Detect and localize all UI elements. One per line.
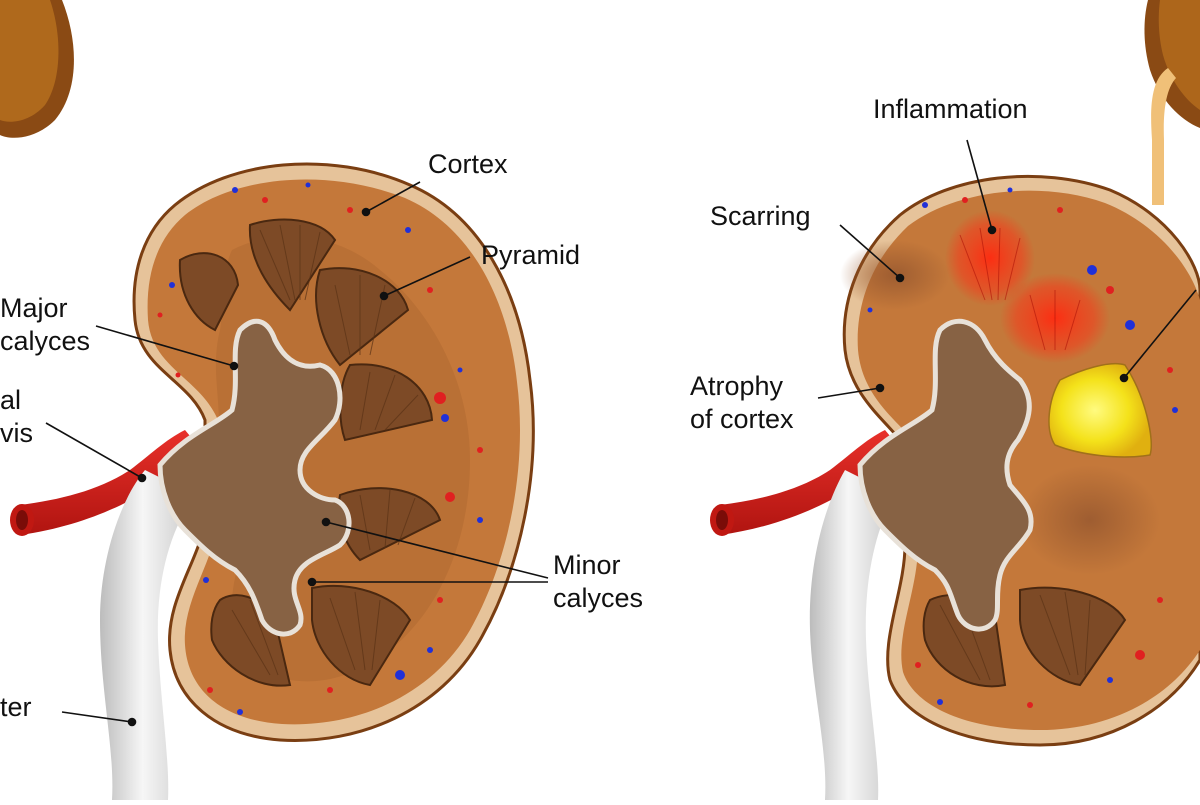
inflammation-zone (945, 210, 1110, 363)
leader-lines (45, 139, 1197, 727)
label-cortex: Cortex (428, 149, 508, 179)
leader-abscess (1123, 289, 1197, 379)
leader-inflammation (966, 139, 993, 231)
leader-major-calyces (95, 325, 235, 367)
renal-artery (20, 430, 200, 535)
leader-ureter (61, 711, 133, 723)
leader-minor-calyces-a (325, 521, 549, 579)
leader-renal-pelvis (45, 422, 143, 479)
label-ureter: ter (0, 692, 32, 722)
renal-pelvis (157, 318, 352, 637)
leader-scarring (839, 224, 901, 279)
label-scarring: Scarring (710, 201, 811, 231)
partial-kidney-top-right (1144, 0, 1200, 205)
ureter-right (809, 470, 895, 800)
leader-cortex (365, 181, 421, 213)
label-atrophy-of-cortex: Atrophy of cortex (690, 371, 794, 434)
abscess (1048, 362, 1152, 458)
leader-pyramid (383, 256, 471, 297)
ureter (100, 470, 195, 800)
renal-pelvis-right (857, 318, 1034, 632)
label-minor-calyces: Minor calyces (553, 550, 644, 613)
diseased-kidney (710, 174, 1200, 800)
vessels (157, 182, 483, 715)
leader-atrophy (817, 387, 881, 399)
partial-kidney-top-left (0, 0, 74, 138)
renal-artery-right (720, 430, 900, 535)
label-pyramid: Pyramid (481, 240, 581, 270)
label-inflammation: Inflammation (873, 94, 1028, 124)
vessels-right (867, 187, 1178, 708)
label-renal-pelvis: al vis (0, 385, 33, 448)
healthy-kidney (10, 162, 535, 800)
label-major-calyces: Major calyces (0, 293, 91, 356)
